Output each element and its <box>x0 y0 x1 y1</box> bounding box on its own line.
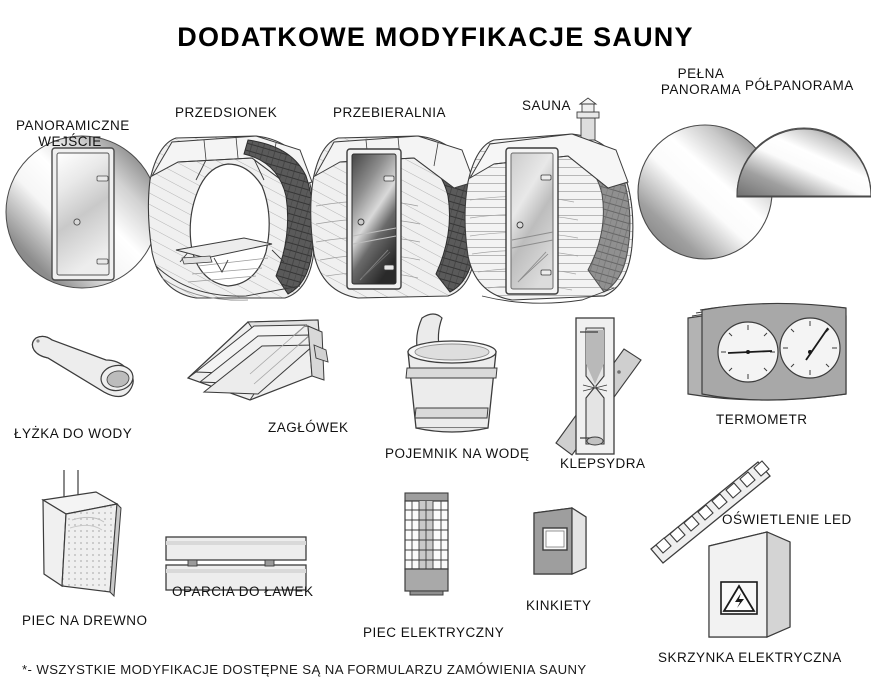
label-przebieralnia: PRZEBIERALNIA <box>333 105 447 120</box>
label-polpanorama: PÓŁPANORAMA <box>745 78 854 93</box>
wood-stove-icon <box>41 470 122 598</box>
label-piec-na-drewno: PIEC NA DREWNO <box>22 613 148 628</box>
panoramic-entrance-graphic <box>5 135 159 289</box>
thermometer-icon <box>687 302 847 401</box>
bucket-icon <box>405 313 498 433</box>
wall-lamp-icon <box>533 506 587 575</box>
label-przedsionek: PRZEDSIONEK <box>175 105 278 120</box>
label-lyzka-do-wody: ŁYŻKA DO WODY <box>14 426 133 441</box>
label-termometr: TERMOMETR <box>716 412 808 427</box>
footnote-text: *- WSZYSTKIE MODYFIKACJE DOSTĘPNE SĄ NA … <box>22 662 587 677</box>
hourglass-icon <box>555 317 642 456</box>
label-klepsydra: KLEPSYDRA <box>560 456 646 471</box>
electric-heater-icon <box>404 492 449 596</box>
label-zaglowek: ZAGŁÓWEK <box>268 420 349 435</box>
label-kinkiety: KINKIETY <box>526 598 592 613</box>
headrest-icon <box>186 319 329 401</box>
label-panoramiczne-wejscie: PANORAMICZNE WEJŚCIE <box>16 118 130 149</box>
label-skrzynka-elektryczna: SKRZYNKA ELEKTRYCZNA <box>658 650 842 665</box>
chimney-icon <box>576 97 600 141</box>
label-oswietlenie-led: OŚWIETLENIE LED <box>722 512 852 527</box>
przebieralnia-graphic <box>310 135 478 299</box>
label-oparcia-do-lawek: OPARCIA DO ŁAWEK <box>172 584 314 599</box>
pelna-panorama-graphic <box>637 124 773 260</box>
sauna-graphic <box>464 97 634 304</box>
bench-backrest-icon <box>165 536 307 591</box>
przedsionek-graphic <box>147 135 316 301</box>
label-sauna: SAUNA <box>522 98 572 113</box>
ladle-icon <box>31 335 134 398</box>
page-title: DODATKOWE MODYFIKACJE SAUNY <box>177 22 694 52</box>
electrical-box-icon <box>708 531 791 638</box>
polpanorama-graphic <box>736 127 871 198</box>
label-piec-elektryczny: PIEC ELEKTRYCZNY <box>363 625 505 640</box>
label-pojemnik-na-wode: POJEMNIK NA WODĘ <box>385 446 530 461</box>
label-pelna-panorama: PEŁNA PANORAMA <box>660 66 742 97</box>
